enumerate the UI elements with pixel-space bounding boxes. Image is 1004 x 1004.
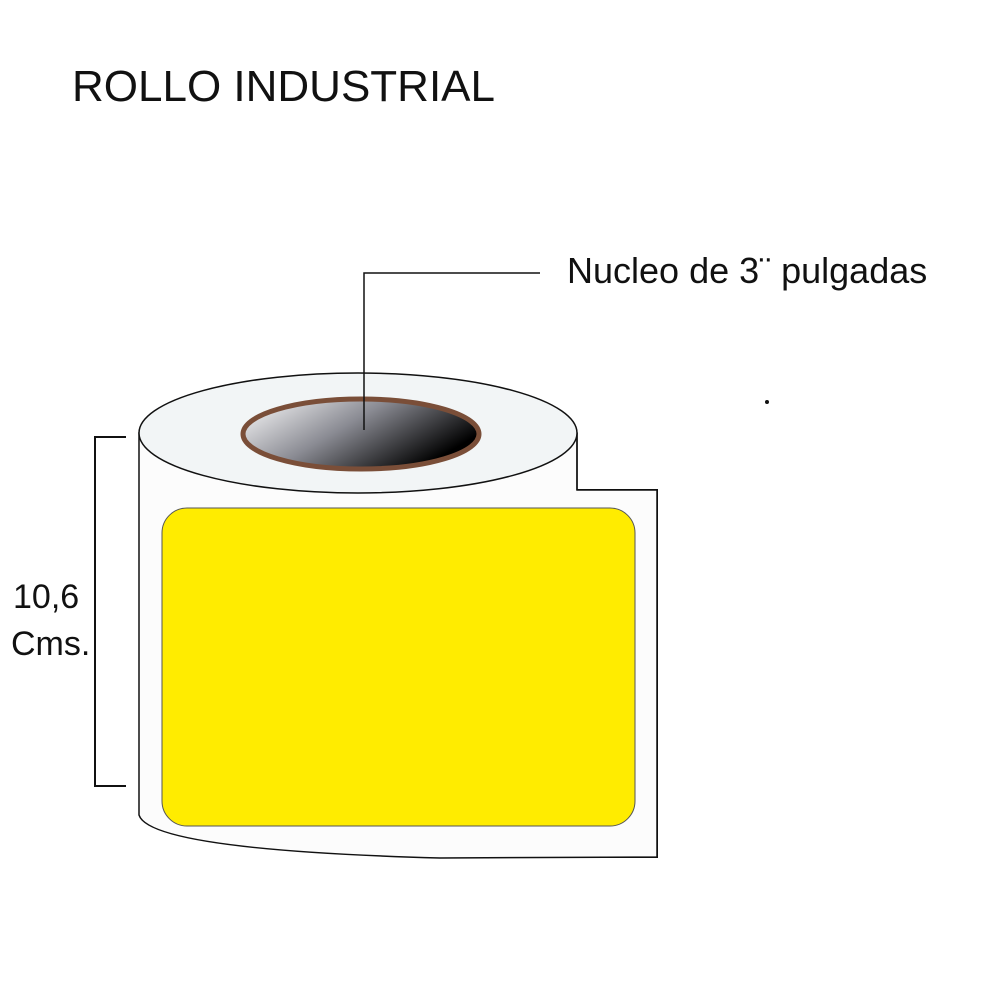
stray-dot [765, 400, 769, 404]
core-icon [240, 396, 482, 472]
height-unit: Cms. [11, 625, 91, 663]
core-label: Nucleo de 3¨ pulgadas [567, 250, 928, 291]
page-title: ROLLO INDUSTRIAL [72, 62, 495, 111]
height-bracket [94, 436, 126, 787]
core-leader-line [363, 272, 540, 430]
height-value: 10,6 [13, 578, 80, 616]
yellow-label [161, 507, 636, 827]
